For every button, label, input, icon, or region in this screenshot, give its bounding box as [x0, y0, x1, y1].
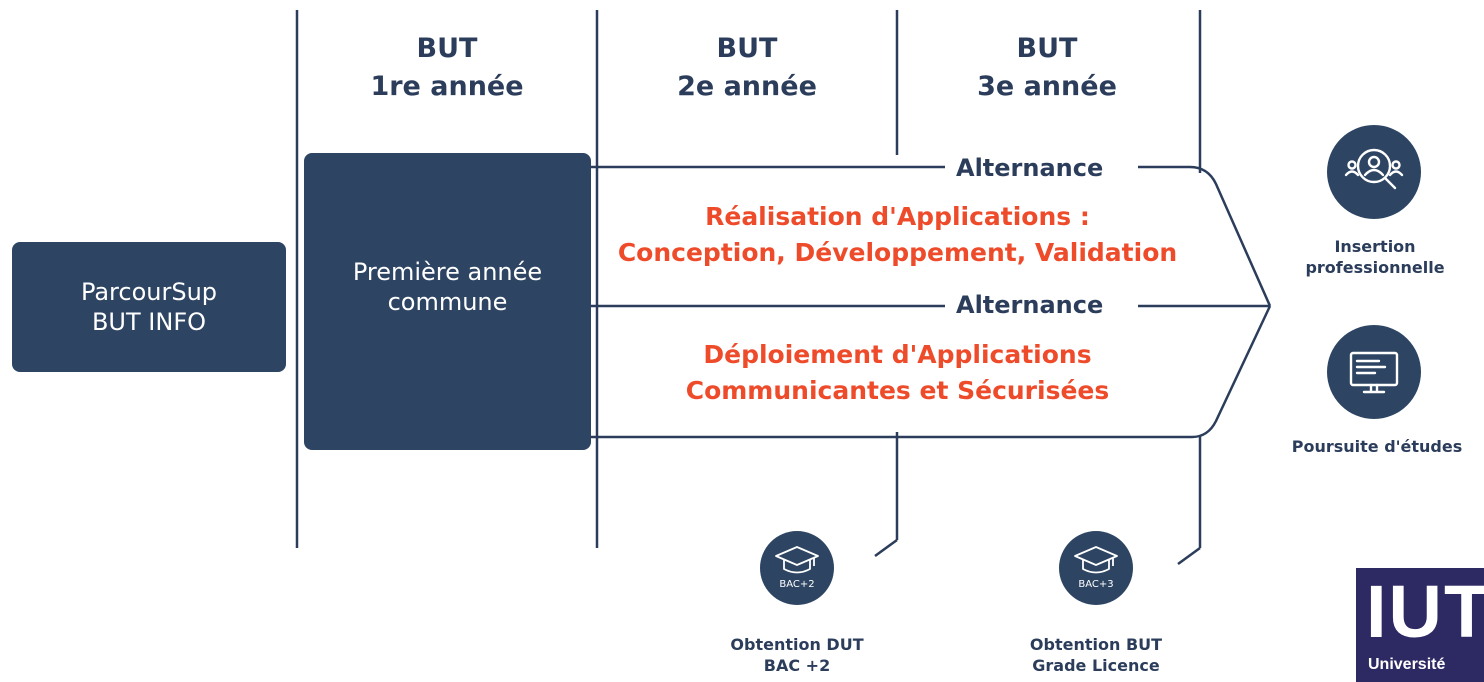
header-year-2-line1: BUT [716, 33, 778, 64]
milestone-2-caption: Obtention BUT Grade Licence [1011, 634, 1181, 676]
milestone-1-line1: Obtention DUT [730, 635, 864, 654]
milestone-2-badge: BAC+3 [1078, 579, 1114, 590]
header-year-3-line2: 3e année [977, 71, 1117, 102]
track-2-title-line2: Communicantes et Sécurisées [685, 376, 1110, 405]
header-year-1-line2: 1re année [370, 71, 524, 102]
iut-logo: IUT Université [1356, 568, 1484, 682]
people-search-icon [1327, 125, 1421, 219]
track-1-alternance-label: Alternance [948, 153, 1112, 183]
premiere-annee-line1: Première année [352, 258, 543, 286]
header-year-3-line1: BUT [1016, 33, 1078, 64]
header-year-1: BUT 1re année [347, 30, 547, 106]
milestone-1-connector [874, 538, 898, 558]
header-year-3: BUT 3e année [947, 30, 1147, 106]
track-1-title: Réalisation d'Applications : Conception,… [595, 199, 1200, 271]
track-1-title-line1: Réalisation d'Applications : [705, 202, 1090, 231]
milestone-2-line1: Obtention BUT [1029, 635, 1163, 654]
monitor-icon [1327, 325, 1421, 419]
premiere-annee-line2: commune [387, 288, 508, 316]
parcoursup-line2: BUT INFO [91, 308, 207, 336]
parcoursup-line1: ParcourSup [80, 278, 218, 306]
iut-logo-subtext: Université [1368, 656, 1446, 673]
header-year-1-line1: BUT [416, 33, 478, 64]
track-2-bottom-line [590, 305, 1272, 439]
track-1-top-line-right [1138, 165, 1272, 307]
graduation-cap-icon: BAC+3 [1059, 531, 1133, 605]
milestone-1-badge: BAC+2 [779, 579, 815, 590]
milestone-1-line2: BAC +2 [763, 656, 831, 675]
track-2-title-line1: Déploiement d'Applications [703, 340, 1092, 369]
insertion-line2: professionnelle [1305, 258, 1445, 277]
milestone-1-caption: Obtention DUT BAC +2 [712, 634, 882, 676]
graduation-cap-icon: BAC+2 [760, 531, 834, 605]
header-year-2: BUT 2e année [647, 30, 847, 106]
premiere-annee-box: Première année commune [304, 153, 591, 450]
insertion-caption: Insertion professionnelle [1280, 236, 1470, 278]
insertion-line1: Insertion [1334, 237, 1416, 256]
track-1-title-line2: Conception, Développement, Validation [617, 238, 1178, 267]
parcoursup-box: ParcourSup BUT INFO [12, 242, 286, 372]
track-2-alternance-label: Alternance [948, 290, 1112, 320]
header-year-2-line2: 2e année [677, 71, 817, 102]
poursuite-caption: Poursuite d'études [1291, 437, 1463, 456]
track-2-title: Déploiement d'Applications Communicantes… [595, 337, 1200, 409]
milestone-2-line2: Grade Licence [1032, 656, 1160, 675]
iut-logo-text: IUT [1366, 570, 1484, 653]
milestone-2-connector [1177, 546, 1201, 566]
